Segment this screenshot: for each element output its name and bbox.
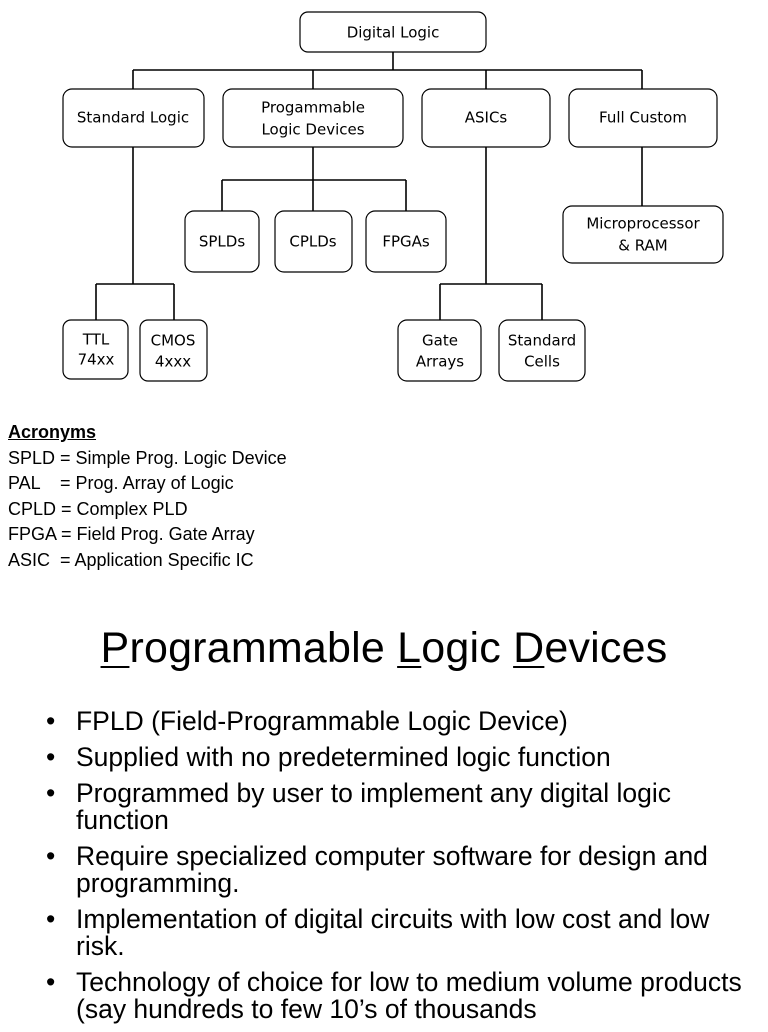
node-fpgas: FPGAs xyxy=(365,210,447,273)
node-label-line-2: & RAM xyxy=(618,237,667,255)
acronyms-section: Acronyms SPLD = Simple Prog. Logic Devic… xyxy=(8,420,287,573)
node-label: FPGAs xyxy=(382,233,430,251)
bullet-item: Supplied with no predetermined logic fun… xyxy=(44,744,744,772)
node-ttl: TTL 74xx xyxy=(62,319,129,380)
acronyms-heading: Acronyms xyxy=(8,422,97,442)
title-initial-p: P xyxy=(100,624,130,672)
node-label-line-2: 74xx xyxy=(78,351,115,369)
node-label-line-1: Gate xyxy=(422,332,458,350)
node-label: CPLDs xyxy=(289,233,336,251)
node-label-line-2: Cells xyxy=(524,353,560,371)
node-standard-cells: Standard Cells xyxy=(498,319,586,382)
bullet-item: Implementation of digital circuits with … xyxy=(44,906,744,960)
tree-connectors xyxy=(95,52,643,320)
acronym-row: SPLD = Simple Prog. Logic Device xyxy=(8,447,287,468)
node-label-line-1: TTL xyxy=(82,331,110,349)
node-label: Digital Logic xyxy=(347,24,440,42)
slide-title: Programmable Logic Devices xyxy=(0,622,768,674)
node-label: SPLDs xyxy=(199,233,245,251)
title-word-2-rest: ogic xyxy=(421,624,501,672)
node-label-line-1: Progammable xyxy=(261,99,365,117)
node-standard-logic: Standard Logic xyxy=(62,88,205,148)
node-label-line-1: Microprocessor xyxy=(586,215,700,233)
title-word-3-rest: evices xyxy=(544,624,668,672)
node-microprocessor-ram: Microprocessor & RAM xyxy=(562,205,724,264)
title-initial-d: D xyxy=(513,624,545,672)
node-splds: SPLDs xyxy=(184,210,260,273)
node-label-line-2: Logic Devices xyxy=(261,121,364,139)
bullet-item: Require specialized computer software fo… xyxy=(44,843,744,897)
digital-logic-tree-diagram: Digital Logic Standard Logic Progammable… xyxy=(62,11,724,382)
node-cplds: CPLDs xyxy=(274,210,353,273)
title-initial-l: L xyxy=(397,624,422,672)
acronym-row: FPGA = Field Prog. Gate Array xyxy=(8,524,255,544)
node-label-line-2: Arrays xyxy=(416,353,464,371)
node-digital-logic: Digital Logic xyxy=(299,11,487,53)
bullet-item: Programmed by user to implement any digi… xyxy=(44,780,744,834)
bullet-list: FPLD (Field-Programmable Logic Device) S… xyxy=(44,708,744,1032)
node-label-line-1: Standard xyxy=(508,332,576,350)
node-asics: ASICs xyxy=(421,88,551,148)
acronym-row: ASIC = Application Specific IC xyxy=(8,549,254,570)
node-programmable-logic-devices: Progammable Logic Devices xyxy=(222,88,404,148)
acronym-row: CPLD = Complex PLD xyxy=(8,498,188,519)
node-gate-arrays: Gate Arrays xyxy=(397,319,482,382)
node-label: Full Custom xyxy=(599,109,687,127)
node-label-line-1: CMOS xyxy=(151,332,196,350)
node-label-line-2: 4xxx xyxy=(155,353,191,371)
bullet-item: FPLD (Field-Programmable Logic Device) xyxy=(44,708,744,736)
node-label: Standard Logic xyxy=(77,109,189,127)
node-full-custom: Full Custom xyxy=(568,88,718,148)
node-label: ASICs xyxy=(465,109,508,127)
bullet-item: Technology of choice for low to medium v… xyxy=(44,969,744,1023)
acronym-row: PAL = Prog. Array of Logic xyxy=(8,473,234,493)
title-word-1-rest: rogrammable xyxy=(129,624,385,672)
node-cmos: CMOS 4xxx xyxy=(139,319,208,382)
